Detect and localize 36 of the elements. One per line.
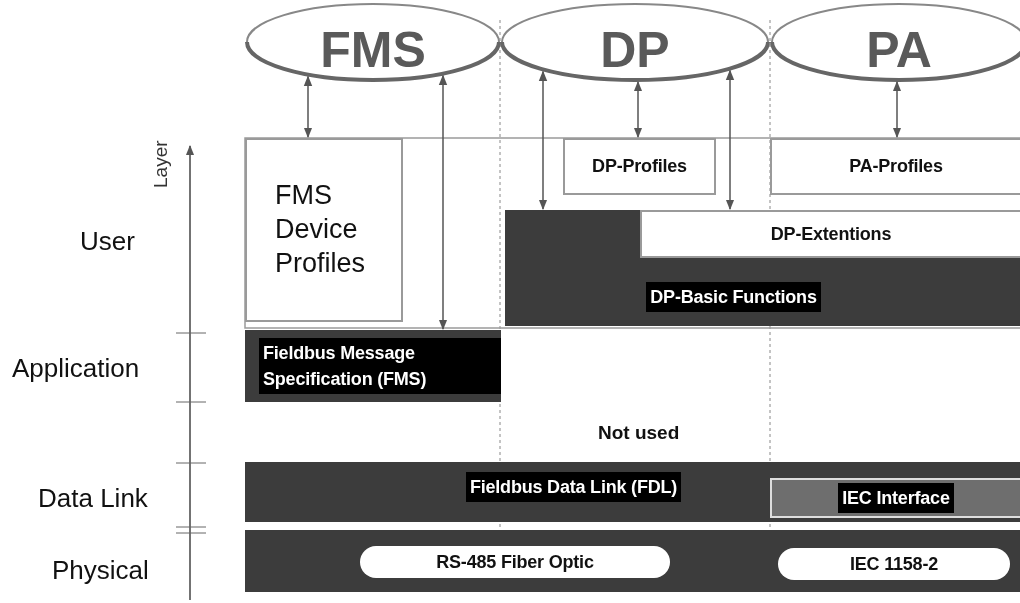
profile-box: [770, 138, 1020, 195]
node-label: FMS: [320, 21, 426, 79]
layer-label: Physical: [52, 555, 149, 586]
medium-pill: [778, 548, 1010, 580]
node-label: DP-Profiles: [592, 156, 687, 177]
double-arrow: [892, 80, 902, 139]
node-label: PA-Profiles: [849, 156, 943, 177]
interface-box: [770, 478, 1020, 518]
layer-label: Data Link: [38, 483, 148, 514]
double-arrow: [633, 80, 643, 139]
double-arrow: [538, 70, 548, 211]
profile-box: [245, 138, 403, 322]
node-label: Fieldbus Message Specification (FMS): [259, 337, 501, 395]
node-label: IEC Interface: [838, 482, 954, 514]
note-label: Not used: [598, 422, 680, 444]
physical-band: [245, 530, 1020, 592]
double-arrow: [438, 74, 448, 331]
node-label: DP-Extentions: [770, 223, 892, 245]
node-label: IEC 1158-2: [849, 553, 939, 575]
application-block: [245, 330, 501, 402]
extension-box: [640, 210, 1020, 258]
node-label: Fieldbus Data Link (FDL): [465, 472, 682, 503]
data-link-band: [245, 462, 1020, 522]
node-label: PA: [866, 21, 932, 79]
node-label: FMS Device Profiles: [275, 179, 367, 280]
node-label: DP-Basic Functions: [646, 281, 821, 312]
node-label: DP: [600, 21, 670, 79]
layer-label: Application: [12, 353, 140, 384]
double-arrow: [725, 69, 735, 211]
layer-label: User: [80, 226, 135, 257]
profile-box: [563, 138, 716, 195]
medium-pill: [360, 546, 670, 578]
axis-label: Layer: [150, 140, 172, 188]
function-block: [505, 210, 1020, 326]
double-arrow: [303, 75, 313, 139]
node-label: RS-485 Fiber Optic: [436, 551, 594, 573]
